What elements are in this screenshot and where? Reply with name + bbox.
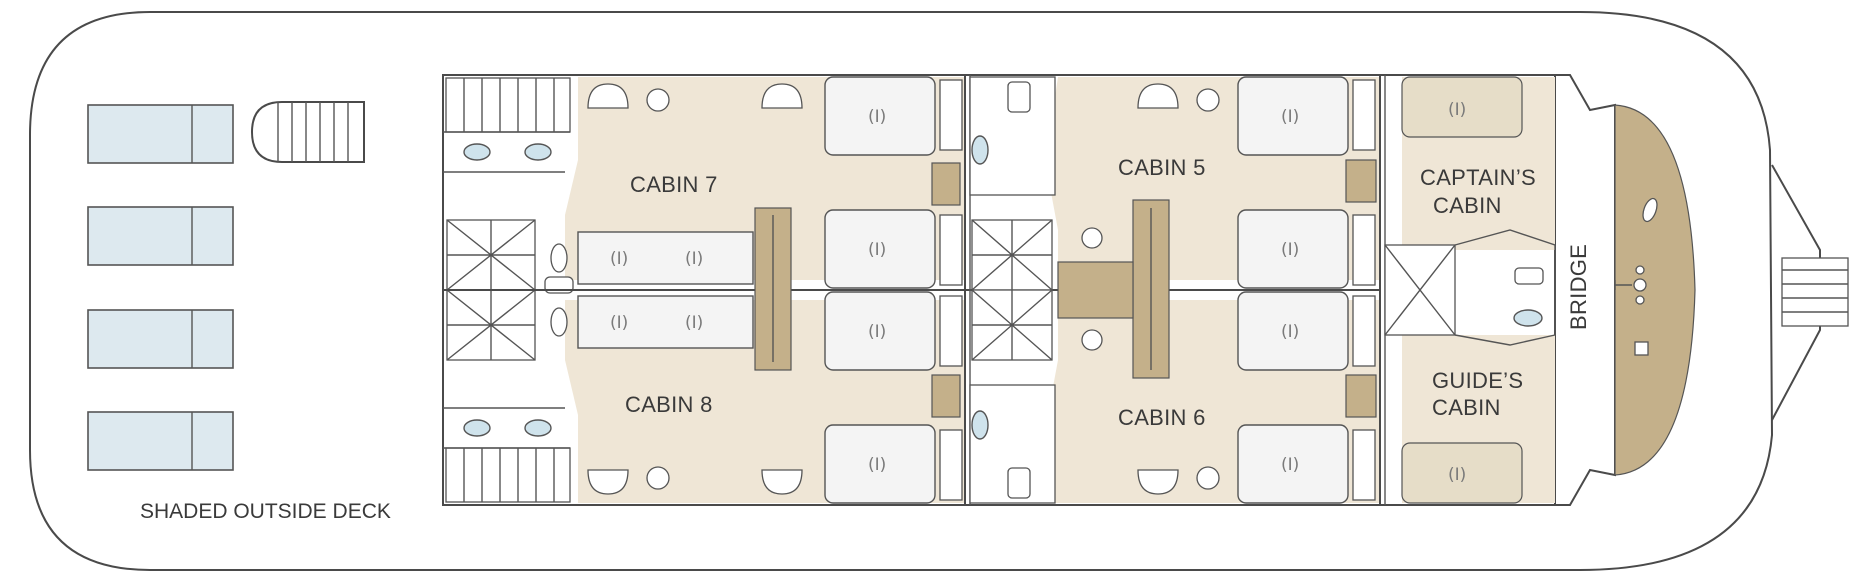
svg-text:(I): (I) (610, 249, 628, 269)
lounger (87, 411, 234, 471)
lounger (87, 206, 234, 266)
wood-fixtures (754, 159, 1377, 418)
svg-text:(I): (I) (610, 313, 628, 333)
gangway (1771, 164, 1849, 421)
captains-cabin-label-1: CAPTAIN’S (1420, 165, 1536, 190)
cabin-8-label: CABIN 8 (625, 392, 713, 417)
cabin-7-label: CABIN 7 (630, 172, 718, 197)
lounger (87, 104, 234, 164)
cabin-6-label: CABIN 6 (1118, 405, 1206, 430)
deck-stair (250, 101, 365, 163)
captains-cabin-label-2: CABIN (1433, 193, 1502, 218)
beds-right-c7-c8: (I) (I) (I) (I) (824, 76, 936, 504)
svg-text:(I): (I) (685, 313, 703, 333)
svg-text:(I): (I) (1281, 107, 1299, 127)
crew-cabins: (I) (I) (1384, 76, 1556, 504)
wardrobe-slots (939, 79, 1376, 501)
beds-c5-c6: (I) (I) (I) (I) (1237, 76, 1349, 504)
left-showers (446, 219, 574, 361)
svg-text:(I): (I) (868, 240, 886, 260)
svg-text:(I): (I) (1281, 455, 1299, 475)
svg-text:(I): (I) (1448, 100, 1466, 120)
twin-beds-c7-c8: (I) (I) (I) (I) (577, 231, 754, 349)
corridor-sinks (443, 131, 570, 449)
svg-text:(I): (I) (868, 455, 886, 475)
bridge-label: BRIDGE (1566, 244, 1591, 330)
svg-text:(I): (I) (1281, 240, 1299, 260)
svg-text:(I): (I) (1448, 465, 1466, 485)
sun-loungers (87, 104, 234, 471)
cabin-toilets (587, 83, 1220, 495)
svg-text:(I): (I) (1281, 322, 1299, 342)
guides-cabin-label-2: CABIN (1432, 395, 1501, 420)
bridge-area (1555, 74, 1696, 506)
guides-cabin-label-1: GUIDE’S (1432, 368, 1523, 393)
cabin-5-label: CABIN 5 (1118, 155, 1206, 180)
svg-text:(I): (I) (685, 249, 703, 269)
hull-outline (29, 11, 1774, 571)
center-bathrooms (969, 76, 1103, 504)
lounger (87, 309, 234, 369)
inner-stairs (445, 77, 571, 503)
svg-text:(I): (I) (868, 107, 886, 127)
deck-label: SHADED OUTSIDE DECK (140, 500, 391, 523)
svg-text:(I): (I) (868, 322, 886, 342)
